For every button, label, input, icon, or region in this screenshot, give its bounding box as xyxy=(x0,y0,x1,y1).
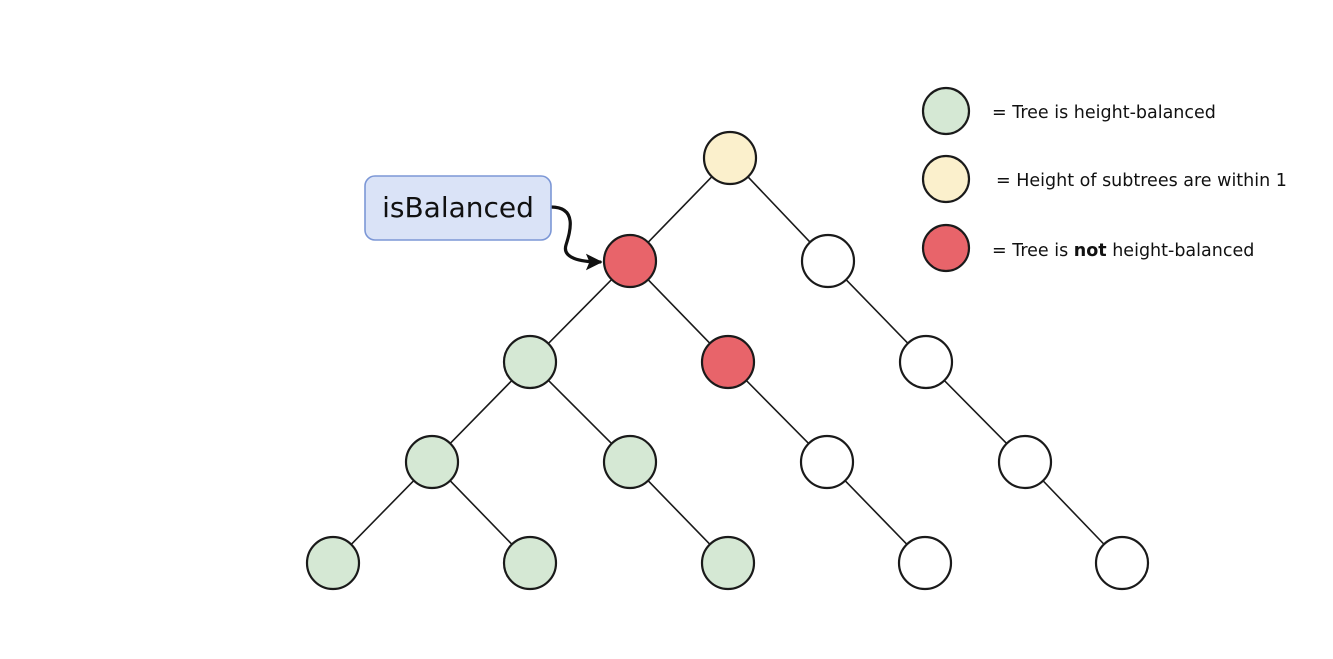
tree-edges-group xyxy=(350,175,1105,546)
tree-node-not-balanced[interactable] xyxy=(602,233,658,289)
tree-node-not-balanced[interactable] xyxy=(700,334,756,390)
tree-node-within-1[interactable] xyxy=(702,130,758,186)
tree-edge xyxy=(547,379,613,445)
legend-label: = Tree is not height-balanced xyxy=(992,241,1254,261)
tree-edge xyxy=(845,278,909,345)
tree-node-unmarked[interactable] xyxy=(799,434,855,490)
tree-edge xyxy=(547,278,613,345)
legend-label-prefix: = Tree is height-balanced xyxy=(992,103,1216,123)
tree-edge xyxy=(1042,479,1105,546)
tree-node-balanced[interactable] xyxy=(502,535,558,591)
legend-swatch-green xyxy=(921,86,971,136)
tree-node-balanced[interactable] xyxy=(602,434,658,490)
tree-node-unmarked[interactable] xyxy=(897,535,953,591)
tree-node-balanced[interactable] xyxy=(700,535,756,591)
callout-group: isBalanced xyxy=(364,175,603,271)
legend-group: = Tree is height-balanced = Height of sub… xyxy=(921,86,1287,273)
tree-node-unmarked[interactable] xyxy=(898,334,954,390)
legend-label-prefix: = Height of subtrees are within 1 xyxy=(996,171,1287,191)
tree-edge xyxy=(647,278,711,345)
tree-edge xyxy=(745,379,810,445)
tree-edge xyxy=(647,479,711,546)
tree-edge xyxy=(943,379,1008,445)
legend-label-emphasis: not xyxy=(1074,241,1107,261)
tree-node-unmarked[interactable] xyxy=(800,233,856,289)
tree-node-balanced[interactable] xyxy=(404,434,460,490)
tree-node-unmarked[interactable] xyxy=(997,434,1053,490)
tree-edge xyxy=(449,379,513,445)
tree-node-balanced[interactable] xyxy=(305,535,361,591)
legend-label: = Height of subtrees are within 1 xyxy=(996,171,1287,191)
legend-swatch-red xyxy=(921,223,971,273)
legend-label-suffix: height-balanced xyxy=(1107,241,1255,261)
tree-edge xyxy=(449,479,513,546)
tree-edge xyxy=(844,479,908,546)
callout-label: isBalanced xyxy=(382,191,534,224)
legend-label-prefix: = Tree is xyxy=(992,241,1074,261)
tree-node-balanced[interactable] xyxy=(502,334,558,390)
callout-arrow-icon xyxy=(549,205,603,271)
legend-swatch-yellow xyxy=(921,154,971,204)
tree-node-unmarked[interactable] xyxy=(1094,535,1150,591)
tree-edge xyxy=(747,176,811,243)
tree-nodes-group xyxy=(305,130,1150,591)
callout-box[interactable] xyxy=(364,175,552,241)
legend-label: = Tree is height-balanced xyxy=(992,103,1216,123)
tree-edge xyxy=(350,479,415,546)
tree-edge xyxy=(647,175,713,244)
